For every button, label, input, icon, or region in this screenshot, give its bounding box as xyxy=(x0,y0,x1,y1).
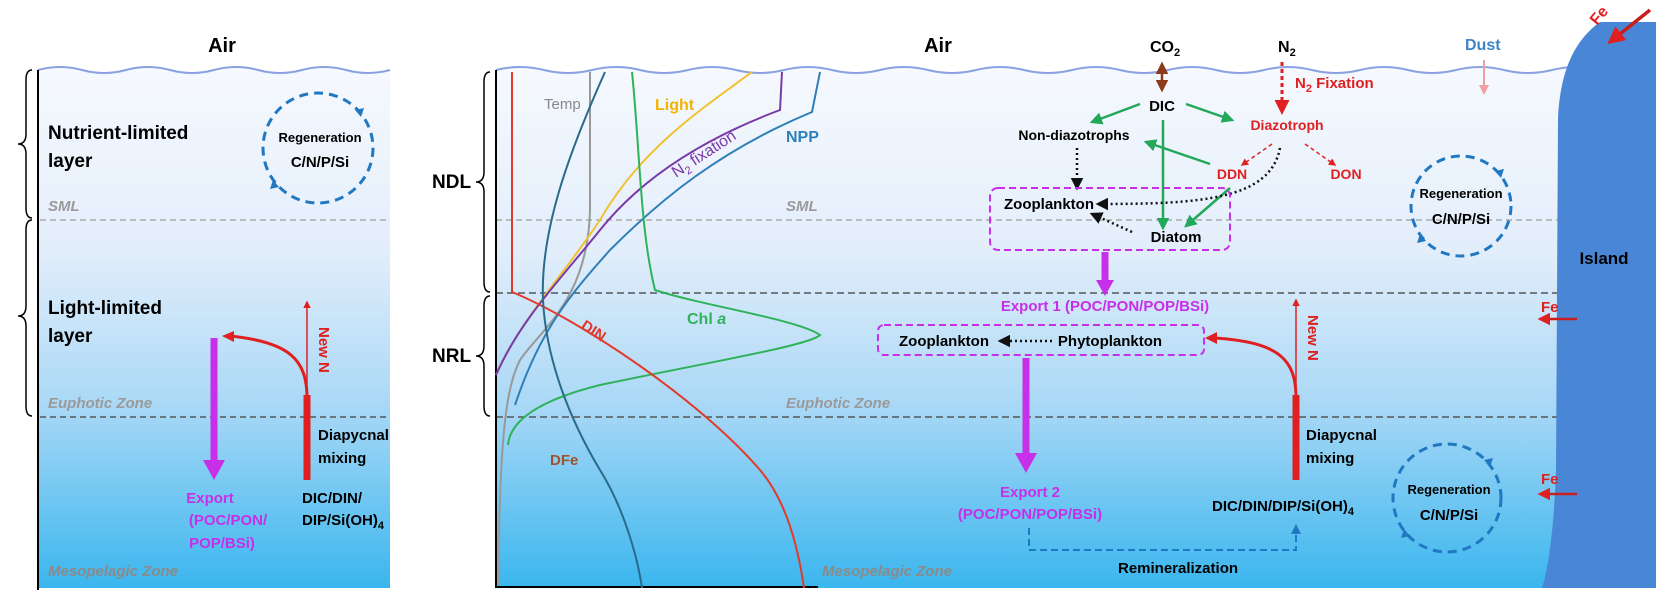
export2-label-2: (POC/PON/POP/BSi) xyxy=(958,506,1102,523)
island xyxy=(1542,22,1656,588)
light-label: Light xyxy=(655,97,695,114)
upper-right-regeneration-cycle: Regeneration C/N/P/Si xyxy=(1409,154,1513,258)
left-air-label: Air xyxy=(208,35,236,57)
nutrient-limited-label-2: layer xyxy=(48,151,93,172)
zooplankton-upper-label: Zooplankton xyxy=(1004,196,1094,213)
diazotroph-to-ddn-arrow xyxy=(1240,143,1273,166)
ddn-to-non-diazotrophs-arrow xyxy=(1143,139,1211,166)
temp-label: Temp xyxy=(544,96,581,113)
right-sml-label: SML xyxy=(786,198,818,215)
npp-label: NPP xyxy=(786,129,819,146)
fe-top-arrow xyxy=(1607,8,1652,45)
upper-right-regen-elements: C/N/P/Si xyxy=(1432,211,1490,228)
ndl-label: NDL xyxy=(432,172,471,193)
left-new-n-curve xyxy=(229,334,309,399)
left-sml-label: SML xyxy=(48,198,80,215)
non-diazotrophs-label: Non-diazotrophs xyxy=(1018,127,1129,143)
brace-nrl xyxy=(475,295,491,417)
right-mixing-label: mixing xyxy=(1306,450,1354,467)
left-euphotic-label: Euphotic Zone xyxy=(48,395,152,412)
left-regeneration-label: Regeneration xyxy=(278,130,361,145)
diatom-label: Diatom xyxy=(1151,229,1202,246)
main-sea-surface xyxy=(495,66,1601,74)
right-euphotic-label: Euphotic Zone xyxy=(786,395,890,412)
dust-label: Dust xyxy=(1465,37,1501,54)
dic-to-non-diazotrophs-arrow xyxy=(1089,102,1141,125)
left-nutrients-label-2: DIP/Si(OH)4 xyxy=(302,512,385,532)
light-limited-label: Light-limited xyxy=(48,298,162,319)
ddn-to-diatom-arrow xyxy=(1184,187,1231,228)
diazotroph-to-don-arrow xyxy=(1304,143,1337,166)
dic-label: DIC xyxy=(1149,98,1175,115)
lower-right-regen-elements: C/N/P/Si xyxy=(1420,507,1478,524)
right-air-label: Air xyxy=(924,35,952,57)
remineralization-arrow xyxy=(1028,524,1301,551)
left-regen-elements: C/N/P/Si xyxy=(291,154,349,171)
export1-label: Export 1 (POC/PON/POP/BSi) xyxy=(1001,298,1209,315)
left-nutrients-label-1: DIC/DIN/ xyxy=(302,490,363,507)
left-export-label-3: POP/BSi) xyxy=(189,535,255,552)
co2-label: CO2 xyxy=(1150,39,1180,59)
din-profile-curve xyxy=(511,72,805,589)
fe-middle-label: Fe xyxy=(1541,299,1559,316)
dfe-profile-curve xyxy=(541,71,643,589)
left-export-label-1: Export xyxy=(186,490,234,507)
left-water xyxy=(38,67,390,588)
right-diapycnal-label: Diapycnal xyxy=(1306,427,1377,444)
n2-fixation-profile-curve xyxy=(495,71,783,376)
left-export-arrow xyxy=(203,338,225,480)
left-mixing-label: mixing xyxy=(318,450,366,467)
zooplankton-lower-label: Zooplankton xyxy=(899,333,989,350)
npp-profile-curve xyxy=(514,71,821,406)
dfe-label: DFe xyxy=(550,452,578,469)
brace-ndl xyxy=(475,71,491,293)
left-panel: Air Nutrient-limited layer SML Light-lim… xyxy=(17,35,391,590)
chl-profile-curve xyxy=(507,71,822,446)
left-sea-surface xyxy=(37,66,391,74)
diatom-to-zooplankton-arrow xyxy=(1089,212,1133,234)
left-diapycnal-label: Diapycnal xyxy=(318,427,389,444)
upper-right-regeneration-label: Regeneration xyxy=(1419,186,1502,201)
diazotroph-label: Diazotroph xyxy=(1250,117,1323,133)
dic-to-diazotroph-arrow xyxy=(1185,102,1235,123)
left-regeneration-cycle: Regeneration C/N/P/Si xyxy=(261,91,375,205)
left-export-label-2: (POC/PON/ xyxy=(189,512,268,529)
n2-fixation-process-label: N2 Fixation xyxy=(1295,75,1374,95)
main-water xyxy=(496,67,1600,588)
right-nutrients-label: DIC/DIN/DIP/Si(OH)4 xyxy=(1212,498,1355,518)
lower-plankton-box xyxy=(877,324,1205,356)
right-mesopelagic-label: Mesopelagic Zone xyxy=(822,563,952,580)
temp-profile-curve xyxy=(497,72,591,586)
light-limited-label-2: layer xyxy=(48,326,93,347)
left-new-n-label: New N xyxy=(315,327,332,373)
main-panel: Island NDL NRL Temp Light N2 fixation NP… xyxy=(432,3,1656,589)
n2-label: N2 xyxy=(1278,39,1296,59)
don-label: DON xyxy=(1330,166,1361,182)
nutrient-limited-label: Nutrient-limited xyxy=(48,123,188,144)
ddn-label: DDN xyxy=(1217,166,1247,182)
right-new-n-label: New N xyxy=(1304,315,1321,361)
phytoplankton-label: Phytoplankton xyxy=(1058,333,1162,350)
lower-right-regeneration-cycle: Regeneration C/N/P/Si xyxy=(1391,442,1503,554)
brace-nutrient-limited xyxy=(17,69,33,219)
lower-right-regeneration-label: Regeneration xyxy=(1407,482,1490,497)
export2-label-1: Export 2 xyxy=(1000,484,1060,501)
left-mesopelagic-label: Mesopelagic Zone xyxy=(48,563,178,580)
upper-plankton-box xyxy=(989,187,1231,251)
remineralization-label: Remineralization xyxy=(1118,560,1238,577)
nrl-label: NRL xyxy=(432,346,471,367)
brace-light-limited xyxy=(17,219,33,417)
island-label: Island xyxy=(1579,249,1628,268)
chl-label: Chl a xyxy=(687,311,726,328)
fe-lower-label: Fe xyxy=(1541,471,1559,488)
